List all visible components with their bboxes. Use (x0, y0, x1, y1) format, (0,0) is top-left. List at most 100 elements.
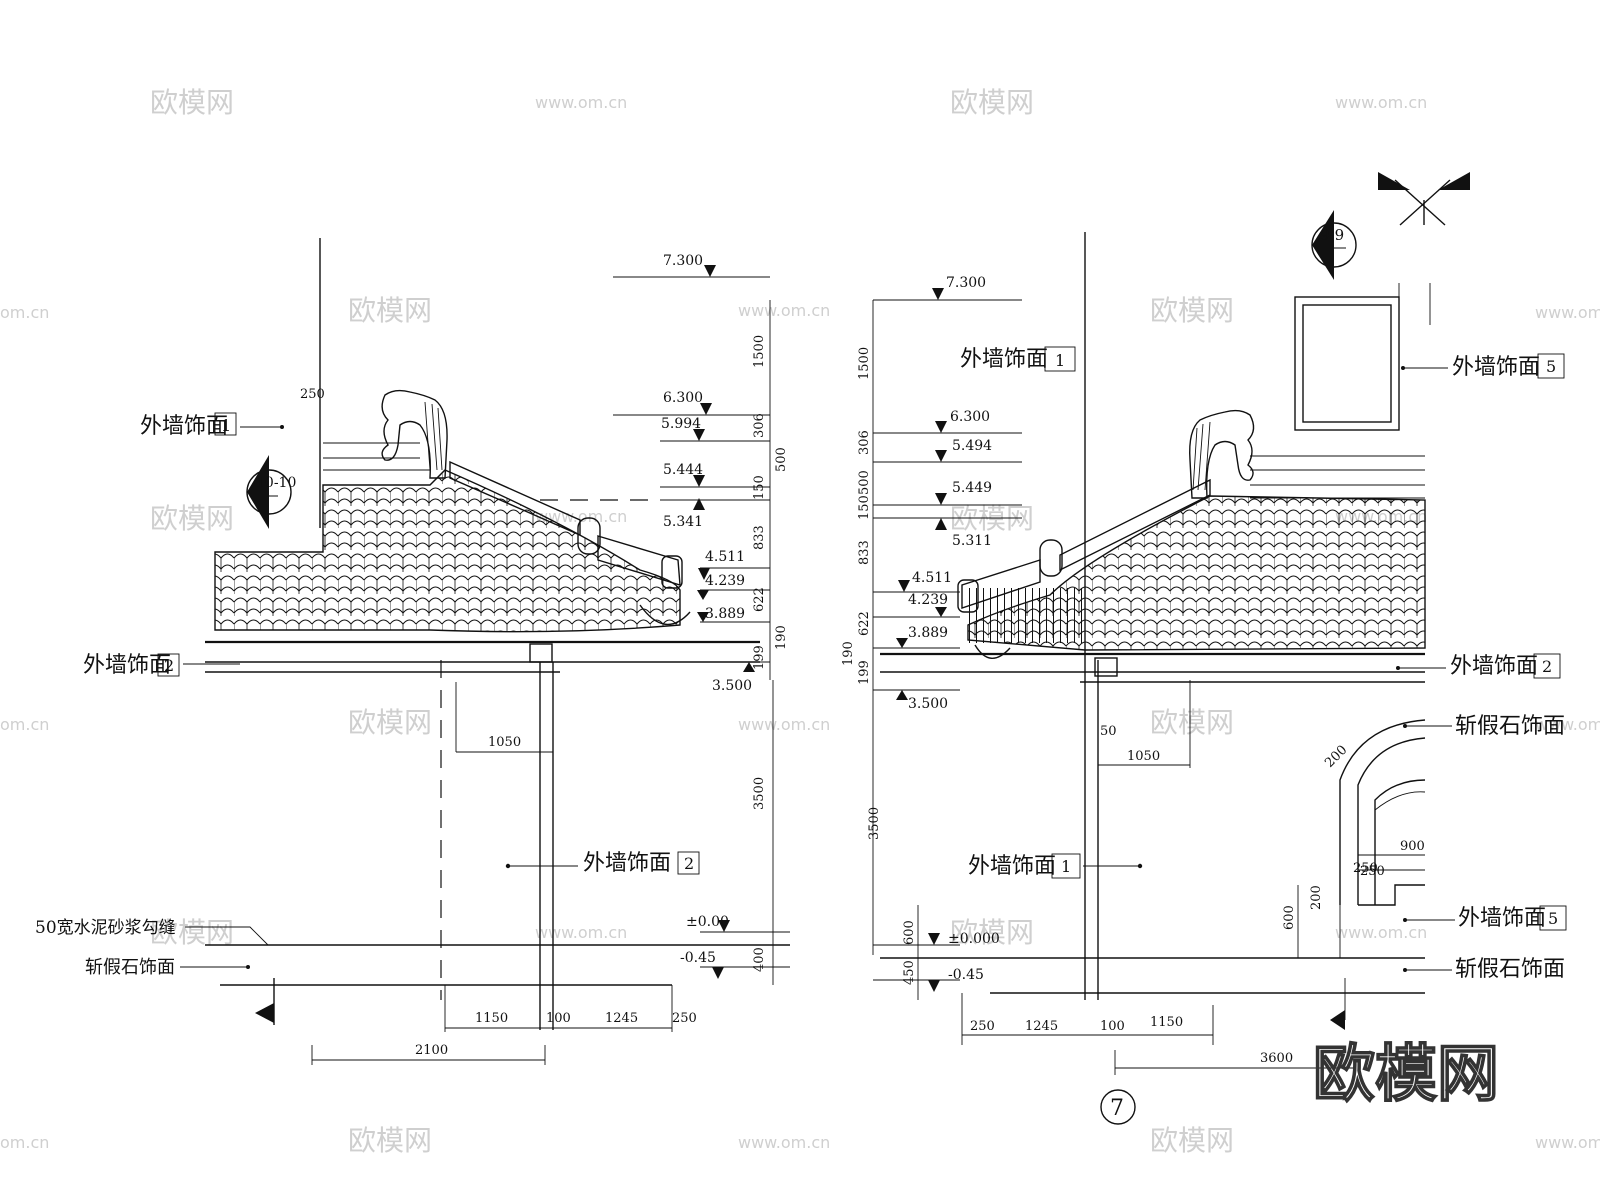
upper-window-inner (1302, 304, 1392, 423)
watermark-brand: 欧模网 (950, 502, 1034, 535)
compass-line (1399, 179, 1451, 226)
horizontal-dimensions: 250 1050 1150 100 1245 250 2100 (300, 387, 697, 1065)
svg-text:-0.45: -0.45 (948, 967, 984, 983)
svg-text:622: 622 (857, 611, 872, 636)
leader-line (185, 926, 269, 946)
label-stone-finish-2: 斩假石饰面 (1455, 957, 1565, 982)
finish-number-box (1044, 346, 1076, 372)
watermark-url: www.om.cn (738, 715, 830, 734)
beam-bracket (529, 643, 553, 663)
elevation-value: 4.511 (705, 549, 745, 565)
svg-text:1245: 1245 (605, 1011, 638, 1026)
svg-text:150: 150 (857, 495, 872, 520)
elevation-markers: 7.300 6.300 5.994 5.444 5.341 4.511 4.23… (540, 253, 790, 979)
svg-text:600: 600 (1282, 905, 1297, 930)
svg-text:250: 250 (1360, 864, 1385, 879)
elevation-value: ±0.00 (686, 914, 729, 930)
finish-number-box (1537, 353, 1565, 379)
section-mark-arrow (247, 455, 269, 529)
upper-window-frame (1294, 296, 1400, 431)
elevation-value: 6.300 (663, 390, 703, 406)
watermark-url: www.om.cn (738, 301, 830, 320)
svg-text:622: 622 (752, 587, 767, 612)
section-mark-label: 10-10 (256, 475, 296, 491)
svg-text:500: 500 (774, 447, 789, 472)
eave-curl (974, 644, 1011, 659)
svg-text:450: 450 (902, 960, 917, 985)
svg-text:2100: 2100 (415, 1043, 448, 1058)
finish-number: 2 (1542, 657, 1552, 676)
label-wall-finish-5b: 外墙饰面 (1458, 906, 1546, 931)
watermark-brand: 欧模网 (1150, 1124, 1234, 1157)
elevation-value: 3.889 (705, 606, 745, 622)
finish-number: 2 (164, 656, 174, 675)
ridge-dragon-ornament (1189, 409, 1255, 499)
svg-text:250: 250 (300, 387, 325, 402)
svg-text:400: 400 (752, 947, 767, 972)
label-wall-finish-1: 外墙饰面 (960, 347, 1048, 372)
ornament-scales (1192, 421, 1211, 491)
watermark-url: www.om.cn (1535, 715, 1600, 734)
roof-tiles (214, 469, 681, 633)
leader-dot (1137, 863, 1143, 869)
watermark-url: www.om.cn (535, 923, 627, 942)
leader-dot (246, 965, 250, 969)
ridge-tip (957, 579, 979, 613)
drawing-number-circle (1100, 1089, 1136, 1125)
compass-line (1394, 179, 1446, 226)
svg-text:1150: 1150 (475, 1011, 508, 1026)
section-arrow (1330, 1010, 1345, 1030)
svg-text:833: 833 (752, 525, 767, 550)
ornament-scales (424, 401, 443, 471)
svg-text:1050: 1050 (488, 735, 521, 750)
finish-number-box (157, 653, 180, 677)
watermark-layer: 欧模网 www.om.cn 欧模网 www.om.cn om.cn 欧模网 ww… (0, 86, 1600, 1157)
eave-curl (639, 604, 691, 626)
watermark-brand: 欧模网 (950, 86, 1034, 119)
watermark-url: www.om.cn (1335, 93, 1427, 112)
svg-text:±0.000: ±0.000 (948, 931, 1000, 947)
svg-text:600: 600 (902, 920, 917, 945)
ridge-cap (449, 460, 581, 537)
svg-text:4.239: 4.239 (908, 592, 948, 608)
leader-dot (1403, 918, 1407, 922)
finish-number-box (677, 851, 700, 875)
leader-dot (280, 425, 284, 429)
label-wall-finish-1b: 外墙饰面 (968, 854, 1056, 879)
finish-number: 5 (1548, 909, 1558, 928)
svg-text:3600: 3600 (1260, 1051, 1293, 1066)
watermark-url: www.om.cn (535, 507, 627, 526)
watermark-url: www.om.cn (1535, 1133, 1600, 1152)
ridge-tip (661, 555, 683, 589)
elevation-value: 5.444 (663, 462, 703, 478)
elevation-value: 5.994 (661, 416, 701, 432)
svg-text:6.300: 6.300 (950, 409, 990, 425)
svg-text:1500: 1500 (752, 335, 767, 368)
label-stone-finish: 斩假石饰面 (1455, 714, 1565, 739)
leader-dot (1403, 968, 1407, 972)
roof-tile-ridges (963, 588, 1088, 643)
svg-text:3.500: 3.500 (908, 696, 948, 712)
right-elevation: 9-9 外墙饰面 1 外墙饰面 5 外墙饰面 2 斩假石饰面 外墙饰面 1 外墙… (841, 172, 1567, 1125)
watermark-url: om.cn (0, 303, 49, 322)
compass-arrow-icon (1378, 172, 1410, 190)
left-elevation: 10-10 外墙饰面 1 外墙饰面 2 外墙饰面 2 50宽水泥砂浆勾缝 斩假石… (35, 238, 790, 1065)
watermark-url: www.om.cn (535, 93, 627, 112)
arch-frame-inner (1374, 791, 1426, 811)
finish-number: 1 (1055, 351, 1065, 370)
watermark-url: www.om.cn (1335, 923, 1427, 942)
svg-text:306: 306 (752, 413, 767, 438)
svg-text:3.889: 3.889 (908, 625, 948, 641)
svg-text:190: 190 (774, 625, 789, 650)
arch-frame (1374, 779, 1426, 905)
label-mortar-joint: 50宽水泥砂浆勾缝 (35, 918, 176, 938)
svg-text:250: 250 (1353, 861, 1378, 876)
brand-logo: 欧模网 (1313, 1037, 1499, 1110)
svg-text:100: 100 (546, 1011, 571, 1026)
leader-dot (1396, 666, 1400, 670)
label-wall-finish-5: 外墙饰面 (1452, 355, 1540, 380)
elevation-markers: 7.300 6.300 5.494 5.449 5.311 4.511 4.23… (873, 275, 1022, 992)
leader-dot (1401, 366, 1405, 370)
beam-bracket (1094, 657, 1118, 677)
